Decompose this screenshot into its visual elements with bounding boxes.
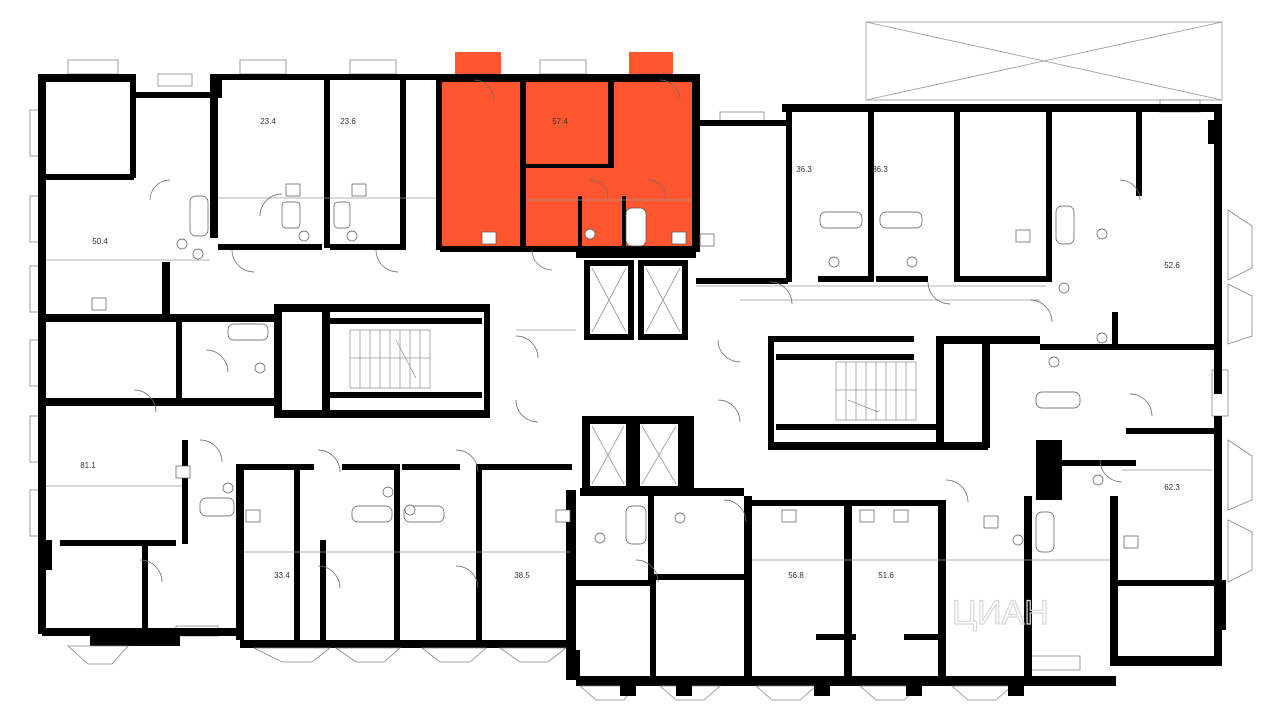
bay-windows (66, 645, 1014, 701)
area-label-23-6: 23.6 (340, 117, 356, 126)
corner-blocks (38, 120, 1226, 696)
area-label-38-5: 38.5 (514, 571, 530, 580)
watermark-text: ЦИАН (952, 594, 1049, 632)
partitions (46, 197, 1212, 561)
roof-terrace (865, 21, 1223, 101)
area-label-56-8: 56.8 (788, 571, 804, 580)
area-label-50-4: 50.4 (92, 237, 108, 246)
area-label-36-3a: 36.3 (796, 165, 812, 174)
elevators (591, 267, 681, 485)
exterior-walls (38, 74, 1222, 686)
area-label-62-3: 62.3 (1164, 483, 1180, 492)
area-label-36-3b: 36.3 (872, 165, 888, 174)
door-swings (133, 79, 1153, 589)
stairs-left (349, 329, 431, 389)
stairs-right (835, 361, 917, 421)
plumbing-fixtures (176, 195, 1108, 553)
area-label-81-1: 81.1 (80, 461, 96, 470)
area-label-23-4: 23.4 (260, 117, 276, 126)
watermark-logo: ЦИАН (951, 593, 1049, 632)
area-label-33-4: 33.4 (274, 571, 290, 580)
area-label-52-6: 52.6 (1164, 261, 1180, 270)
area-labels: 50.4 23.4 23.6 57.4 36.3 36.3 52.6 81.1 … (80, 117, 1180, 580)
interior-walls (42, 80, 1218, 680)
kitchen-stoves (91, 183, 1139, 549)
area-label-51-6: 51.6 (878, 571, 894, 580)
area-label-57-4: 57.4 (552, 117, 568, 126)
